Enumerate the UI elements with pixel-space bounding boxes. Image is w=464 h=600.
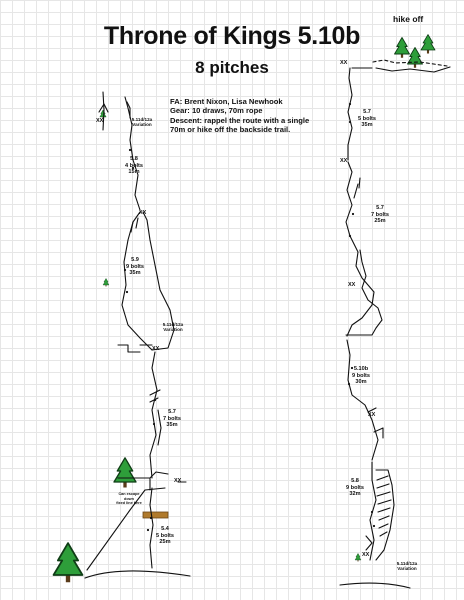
hike-off-label: hike off [393,14,424,24]
pitch-label: 5.7 7 bolts 25m [370,205,390,225]
right-ground-line [339,582,411,589]
right-pitch3-flake [345,249,383,336]
variation-label: 5.11d/12a Variation [131,117,153,128]
pitch-label: 5.8 4 bolts 15m [124,156,144,176]
topo-title: Throne of Kings 5.10b [103,22,361,50]
escape-note: Can escape down fixed line here [116,492,142,506]
right-summit-path [351,66,451,73]
anchor-right-pitch2: XX [368,412,376,418]
ledge-log-icon [142,511,169,519]
route-info: FA: Brent Nixon, Lisa Newhook Gear: 10 d… [170,97,330,135]
tree-icon-summit-1 [394,37,410,59]
first-ascent: FA: Brent Nixon, Lisa Newhook [170,97,283,106]
tree-icon-right-small [354,553,362,562]
left-pitch1-line [149,487,154,569]
tree-icon-summit-2 [407,47,423,69]
gear: Gear: 10 draws, 70m rope [170,106,263,116]
pitch-label: 5.4 5 bolts 25m [155,526,175,546]
anchor-summit: XX [340,60,348,66]
anchor-left-ledge: XX [174,478,182,484]
anchor-left-pitch2: XX [152,346,160,352]
right-crack-block [375,469,395,561]
anchor-left-pitch3: XX [139,210,147,216]
tree-icon-large [52,542,84,584]
left-slab-outline [86,487,166,571]
pitch-label: 5.10b 9 bolts 30m [351,366,371,386]
right-pitch2-line [346,339,379,461]
descent-line-2: 70m or hike off the backside trail. [170,125,291,135]
pitch-label: 5.8 9 bolts 32m [345,478,365,498]
pitch-label: 5.7 5 bolts 35m [357,109,377,129]
tree-icon-summit-3 [420,34,436,54]
anchor-right-bottom: XX [362,552,370,558]
left-pitch2-line [149,351,158,479]
left-ground-line [84,570,191,579]
pitch-count: 8 pitches [195,58,269,77]
anchor-right-pitch4: XX [340,158,348,164]
anchor-left-top: XX [96,118,104,124]
anchor-right-pitch3: XX [348,282,356,288]
variation-label: 5.11d/12a Variation [396,561,418,572]
pitch-label: 5.7 7 bolts 35m [162,409,182,429]
variation-label: 5.11d/12a Variation [162,322,184,333]
right-pitch3-line [345,161,375,337]
right-pitch4-line [347,67,353,161]
right-pitch1-line [369,461,377,561]
left-pitch3-roof [117,344,153,353]
tree-icon-left-small [102,278,110,287]
tree-icon-ledge [113,457,137,489]
left-crack-2 [157,409,162,446]
left-top-crack [102,91,105,131]
left-pitch3-line [121,211,153,351]
left-pitch4-line [124,96,141,211]
descent-line-1: Descent: rappel the route with a single [170,115,310,125]
pitch-label: 5.9 9 bolts 35m [125,257,145,277]
